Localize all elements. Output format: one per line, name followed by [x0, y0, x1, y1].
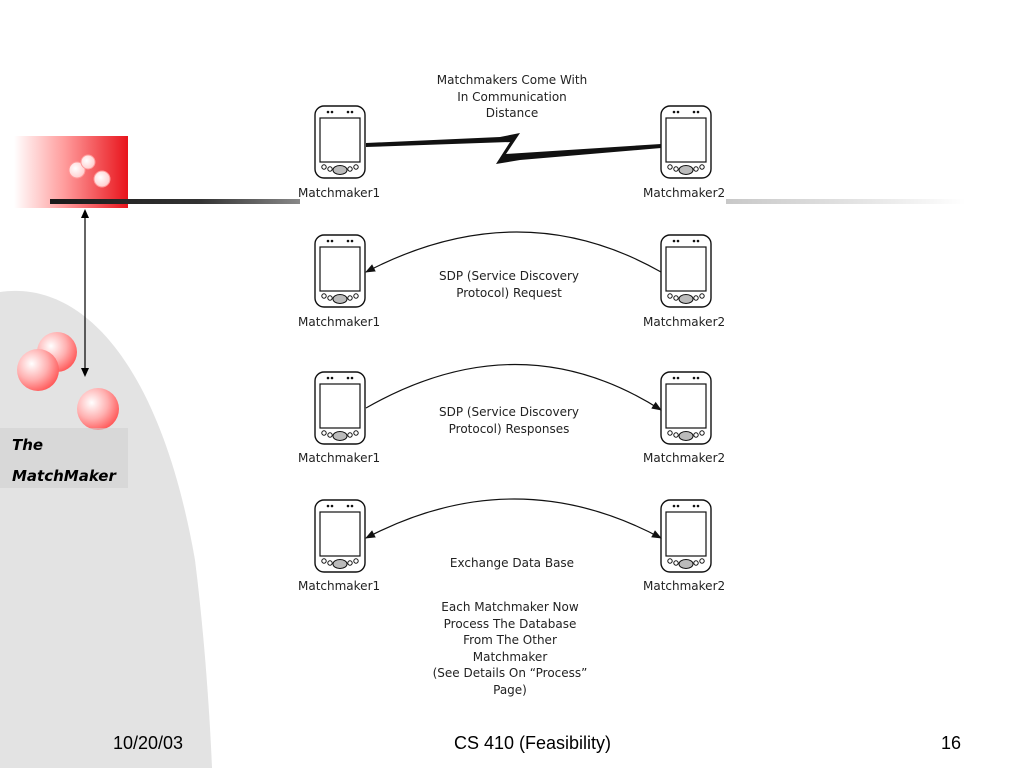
- step1-line3: Distance: [485, 106, 539, 120]
- step4-label: Exchange Data Base: [449, 556, 575, 570]
- step2-line1: SDP (Service Discovery: [438, 269, 580, 283]
- device-label-right-row2: Matchmaker2: [643, 315, 726, 329]
- small-bubble-2: [80, 154, 96, 170]
- note-line3: From The Other: [463, 633, 557, 647]
- note-line1: Each Matchmaker Now: [441, 600, 579, 614]
- request-arrow: [365, 231, 662, 273]
- step1-label: Matchmakers Come With In Communication D…: [412, 72, 612, 122]
- arrow-head-down: [81, 368, 89, 377]
- divider-bar-left: [50, 199, 300, 204]
- bubble-2: [17, 349, 59, 391]
- device-label-left-row3: Matchmaker1: [298, 451, 381, 465]
- note-line5: (See Details On “Process”: [432, 666, 588, 680]
- footer-page-number: 16: [941, 733, 962, 753]
- pda-icon-right-row3: [660, 371, 712, 445]
- pda-icon-right-row1: [660, 105, 712, 179]
- arrow-head-up: [81, 209, 89, 218]
- step3-line1: SDP (Service Discovery: [438, 405, 580, 419]
- section-title-line1: The: [12, 436, 44, 454]
- bubble-3: [77, 388, 119, 430]
- step2-label: SDP (Service Discovery Protocol) Request: [409, 268, 609, 301]
- device-label-right-row1: Matchmaker2: [643, 186, 726, 200]
- pda-icon-left-row3: [314, 371, 366, 445]
- section-title: The MatchMaker: [12, 430, 116, 492]
- pda-icon-right-row2: [660, 234, 712, 308]
- exchange-arrow: [365, 498, 662, 539]
- footer-course: CS 410 (Feasibility): [454, 733, 612, 753]
- footer-date: 10/20/03: [113, 733, 184, 753]
- step3-label: SDP (Service Discovery Protocol) Respons…: [409, 404, 609, 437]
- step2-line2: Protocol) Request: [456, 285, 562, 300]
- pda-icon-right-row4: [660, 499, 712, 573]
- divider-bar-right: [726, 199, 966, 204]
- lightning-link: [366, 133, 661, 164]
- small-bubble-1: [68, 161, 86, 179]
- device-label-right-row4: Matchmaker2: [643, 579, 726, 593]
- section-title-box: [0, 428, 128, 488]
- device-label-left-row2: Matchmaker1: [298, 315, 381, 329]
- step3-line2: Protocol) Responses: [448, 421, 570, 436]
- device-label-left-row1: Matchmaker1: [298, 186, 381, 200]
- device-label-left-row4: Matchmaker1: [298, 579, 381, 593]
- note-line6: Page): [493, 682, 527, 697]
- step1-line1: Matchmakers Come With: [436, 73, 588, 87]
- note-line4: Matchmaker: [472, 649, 548, 664]
- device-label-right-row3: Matchmaker2: [643, 451, 726, 465]
- step1-line2: In Communication: [457, 89, 567, 104]
- note-line2: Process The Database: [443, 616, 577, 631]
- section-title-line2: MatchMaker: [12, 467, 116, 485]
- small-bubble-3: [93, 170, 111, 188]
- pda-icon-left-row1: [314, 105, 366, 179]
- process-note: Each Matchmaker Now Process The Database…: [400, 599, 620, 698]
- response-arrow: [365, 363, 662, 411]
- pda-icon-left-row2: [314, 234, 366, 308]
- pda-icon-left-row4: [314, 499, 366, 573]
